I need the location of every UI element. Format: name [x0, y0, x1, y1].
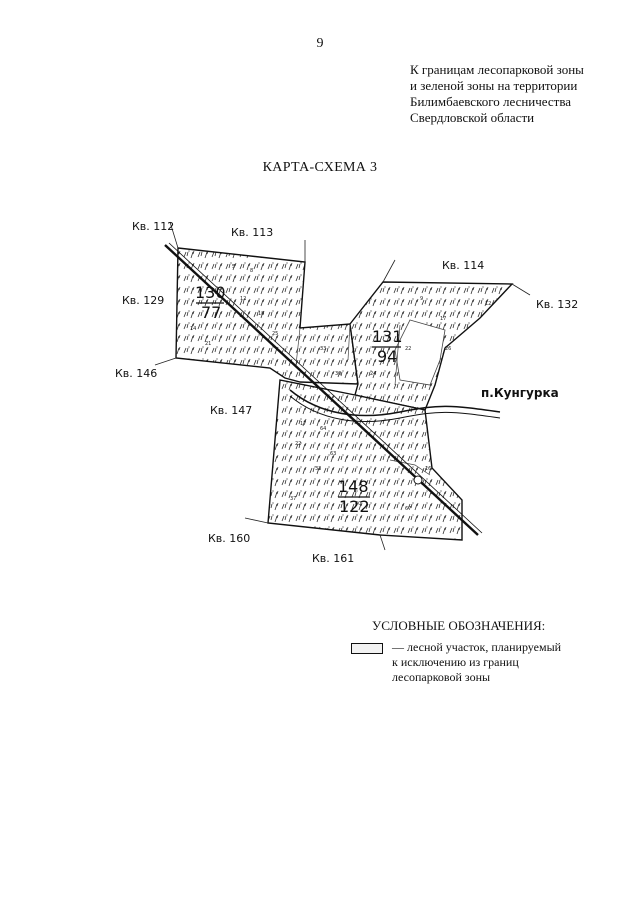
svg-text:8: 8 [250, 268, 253, 274]
svg-text:26: 26 [445, 346, 451, 352]
svg-text:63: 63 [330, 451, 336, 457]
svg-text:67: 67 [405, 506, 411, 512]
plot-131-area: 94 [377, 347, 397, 366]
plot-130-area: 77 [201, 303, 221, 322]
quarter-label-113: Кв. 113 [231, 226, 273, 239]
svg-text:25: 25 [272, 331, 278, 337]
svg-text:14: 14 [190, 326, 196, 332]
svg-text:64: 64 [320, 426, 326, 432]
map-marker [413, 475, 423, 485]
svg-text:16: 16 [425, 466, 431, 472]
svg-text:18: 18 [258, 311, 264, 317]
quarter-boundaries [154, 221, 531, 551]
svg-text:40: 40 [355, 501, 361, 507]
plot-131-number: 131 [372, 327, 403, 346]
railway-line-edge [168, 242, 483, 534]
quarter-label-147: Кв. 147 [210, 404, 252, 417]
svg-text:5: 5 [232, 264, 235, 270]
svg-text:17: 17 [300, 421, 306, 427]
legend-title: УСЛОВНЫЕ ОБОЗНАЧЕНИЯ: [372, 618, 546, 633]
inner-boundary [295, 323, 431, 476]
settlement-label: п.Кунгурка [481, 386, 559, 400]
svg-text:17: 17 [440, 316, 446, 322]
header-note: К границам лесопарковой зоны и зеленой з… [410, 62, 630, 126]
header-note-line-3: Билимбаевского лесничества [410, 94, 572, 109]
svg-text:12: 12 [485, 301, 491, 307]
map-title: КАРТА-СХЕМА 3 [262, 160, 378, 175]
plot-148-area: 122 [339, 497, 370, 516]
svg-text:33: 33 [315, 466, 321, 472]
quarter-label-112: Кв. 112 [132, 220, 174, 233]
quarter-label-146: Кв. 146 [115, 367, 157, 380]
svg-text:9: 9 [420, 296, 423, 302]
quarter-label-161: Кв. 161 [312, 552, 354, 565]
railway-line [164, 244, 479, 536]
svg-text:22: 22 [295, 441, 301, 447]
header-note-line-1: К границам лесопарковой зоны [410, 62, 584, 77]
svg-text:24: 24 [370, 371, 376, 377]
legend-line-3: лесопарковой зоны [392, 670, 491, 684]
svg-text:22: 22 [405, 346, 411, 352]
quarter-label-132: Кв. 132 [536, 298, 578, 311]
svg-text:37: 37 [290, 496, 296, 502]
map-svg: 5 8 4 12 18 25 14 21 33 30 9 12 17 22 26… [115, 220, 578, 565]
page-number: 9 [316, 36, 324, 51]
sub-plot-numbers: 5 8 4 12 18 25 14 21 33 30 9 12 17 22 26… [190, 264, 491, 512]
legend-line-1: — лесной участок, планируемый [392, 640, 562, 654]
forest-plot-130 [175, 247, 359, 385]
header-note-line-4: Свердловской области [410, 110, 535, 125]
map-schematic: 5 8 4 12 18 25 14 21 33 30 9 12 17 22 26… [0, 200, 640, 580]
plot-148-number: 148 [338, 477, 369, 496]
legend-line-2: к исключению из границ [392, 655, 519, 669]
plot-130-number: 130 [195, 283, 226, 302]
clearing-area [394, 319, 446, 386]
svg-text:33: 33 [320, 346, 326, 352]
road-edge [289, 395, 501, 423]
svg-text:30: 30 [335, 371, 341, 377]
quarter-label-129: Кв. 129 [122, 294, 164, 307]
svg-text:4: 4 [215, 291, 218, 297]
svg-text:21: 21 [205, 341, 211, 347]
legend-swatch [351, 643, 383, 654]
header-note-line-2: и зеленой зоны на территории [410, 78, 578, 93]
legend-text: — лесной участок, планируемый к исключен… [392, 640, 612, 685]
forest-plot-148 [267, 379, 463, 541]
road [289, 389, 501, 417]
quarter-label-114: Кв. 114 [442, 259, 484, 272]
svg-text:12: 12 [240, 296, 246, 302]
quarter-label-160: Кв. 160 [208, 532, 250, 545]
